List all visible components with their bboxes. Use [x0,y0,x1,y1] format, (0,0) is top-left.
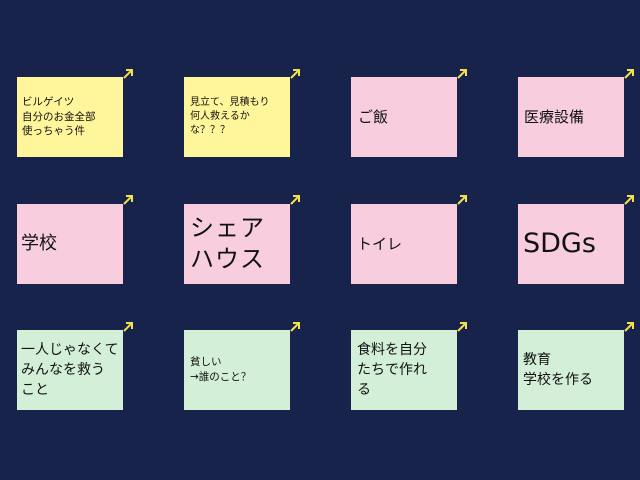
expand-arrow-icon[interactable] [622,67,636,81]
sticky-note[interactable]: 食料を自分 たちで作れ る [351,330,457,410]
expand-arrow-icon[interactable] [121,67,135,81]
sticky-note[interactable]: 貧しい →誰のこと？ [184,330,290,410]
sticky-note-text: 食料を自分 たちで作れ る [357,341,427,399]
expand-arrow-icon[interactable] [288,193,302,207]
sticky-note[interactable]: ご飯 [351,77,457,157]
expand-arrow-icon[interactable] [121,320,135,334]
expand-arrow-icon[interactable] [121,193,135,207]
sticky-note[interactable]: 学校 [17,204,123,284]
sticky-note-text: ご飯 [358,107,389,126]
expand-arrow-icon[interactable] [455,67,469,81]
sticky-note-text: 医療設備 [524,107,585,126]
sticky-note-text: ビルゲイツ 自分のお金全部 使っちゃう件 [22,95,96,138]
sticky-note[interactable]: 見立て、見積もり 何人救えるか な？？？ [184,77,290,157]
expand-arrow-icon[interactable] [455,193,469,207]
sticky-note-text: 教育 学校を作る [523,351,593,388]
sticky-note[interactable]: ビルゲイツ 自分のお金全部 使っちゃう件 [17,77,123,157]
sticky-note[interactable]: 医療設備 [518,77,624,157]
sticky-note[interactable]: SDGs [518,204,624,284]
expand-arrow-icon[interactable] [455,320,469,334]
sticky-note-text: 学校 [21,232,57,254]
expand-arrow-icon[interactable] [288,67,302,81]
expand-arrow-icon[interactable] [622,320,636,334]
expand-arrow-icon[interactable] [288,320,302,334]
sticky-note-text: 貧しい →誰のこと？ [190,356,252,383]
sticky-note[interactable]: 一人じゃなくて みんなを救う こと [17,330,123,410]
sticky-note[interactable]: 教育 学校を作る [518,330,624,410]
sticky-note-text: SDGs [523,228,596,260]
sticky-note-text: シェア ハウス [190,213,265,273]
sticky-note-text: トイレ [357,234,403,253]
sticky-note-text: 見立て、見積もり 何人救えるか な？？？ [190,97,270,136]
sticky-note-text: 一人じゃなくて みんなを救う こと [21,341,119,399]
sticky-note[interactable]: トイレ [351,204,457,284]
sticky-note[interactable]: シェア ハウス [184,204,290,284]
expand-arrow-icon[interactable] [622,193,636,207]
